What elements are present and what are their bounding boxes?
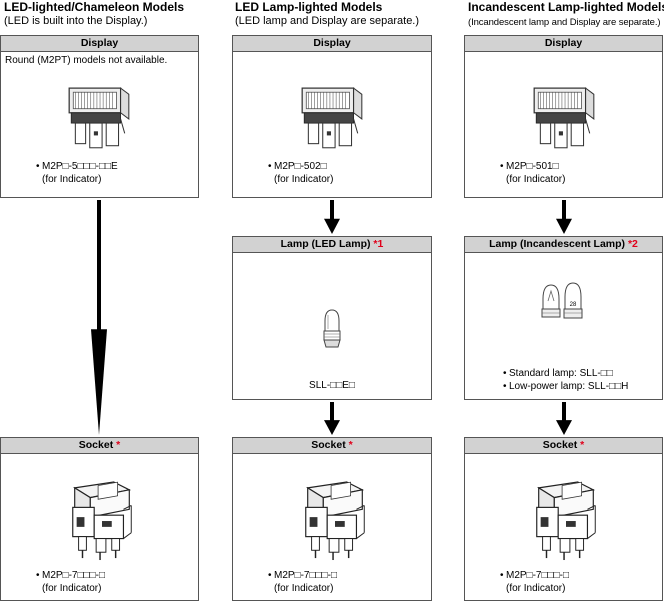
incandescent-lamp-icon: 28 [541, 282, 583, 319]
socket-box: Socket * •M2P□-7□□□-□ (for Indicator) [0, 437, 199, 601]
arrow-down-icon [324, 200, 340, 234]
column-subtitle: (LED lamp and Display are separate.) [235, 15, 420, 27]
display-model: •M2P□-5□□□-□□E (for Indicator) [36, 161, 118, 185]
column-title: LED Lamp-lighted Models [235, 0, 383, 14]
box-header: Socket * [233, 438, 431, 454]
box-header: Socket * [465, 438, 662, 454]
socket-box: Socket * •M2P□-7□□□-□ (for Indicator) [464, 437, 663, 601]
column-subtitle: (LED is built into the Display.) [4, 15, 148, 27]
box-header: Display [233, 36, 431, 52]
led-lamp-icon [323, 309, 341, 348]
box-header: Lamp (LED Lamp) *1 [233, 237, 431, 253]
arrow-down-icon [556, 200, 572, 234]
box-header: Display [1, 36, 198, 52]
display-illustration [63, 84, 135, 156]
arrow-down-icon [324, 402, 340, 435]
box-header: Lamp (Incandescent Lamp) *2 [465, 237, 662, 253]
socket-model: •M2P□-7□□□-□ (for Indicator) [268, 570, 337, 594]
display-model: •M2P□-502□ (for Indicator) [268, 161, 334, 185]
socket-illustration [63, 478, 141, 566]
arrow-down-icon [556, 402, 572, 435]
column-title: LED-lighted/Chameleon Models [4, 0, 185, 14]
display-model: •M2P□-501□ (for Indicator) [500, 161, 566, 185]
socket-illustration [527, 478, 605, 566]
socket-model: •M2P□-7□□□-□ (for Indicator) [500, 570, 569, 594]
display-box: Display •M2P□-501□ (for Indicator) [464, 35, 663, 198]
arrow-down-icon [91, 200, 107, 435]
column-title: Incandescent Lamp-lighted Models [468, 0, 664, 14]
lamp-box: Lamp (LED Lamp) *1 SLL-□□E□ [232, 236, 432, 400]
lamp-model: SLL-□□E□ [309, 380, 355, 391]
box-header: Display [465, 36, 662, 52]
socket-illustration [296, 478, 374, 566]
display-illustration [528, 84, 600, 156]
column-subtitle: (Incandescent lamp and Display are separ… [468, 17, 661, 28]
box-header: Socket * [1, 438, 198, 454]
lamp-types: •Standard lamp: SLL-□□ •Low-power lamp: … [503, 368, 629, 392]
availability-note: Round (M2PT) models not available. [5, 55, 168, 66]
display-box: Display •M2P□-502□ (for Indicator) [232, 35, 432, 198]
lamp-box: Lamp (Incandescent Lamp) *2 28 •Standard… [464, 236, 663, 400]
socket-model: •M2P□-7□□□-□ (for Indicator) [36, 570, 105, 594]
display-box: Display Round (M2PT) models not availabl… [0, 35, 199, 198]
bulb-label: 28 [570, 302, 577, 308]
display-illustration [296, 84, 368, 156]
socket-box: Socket * •M2P□-7□□□-□ (for Indicator) [232, 437, 432, 601]
